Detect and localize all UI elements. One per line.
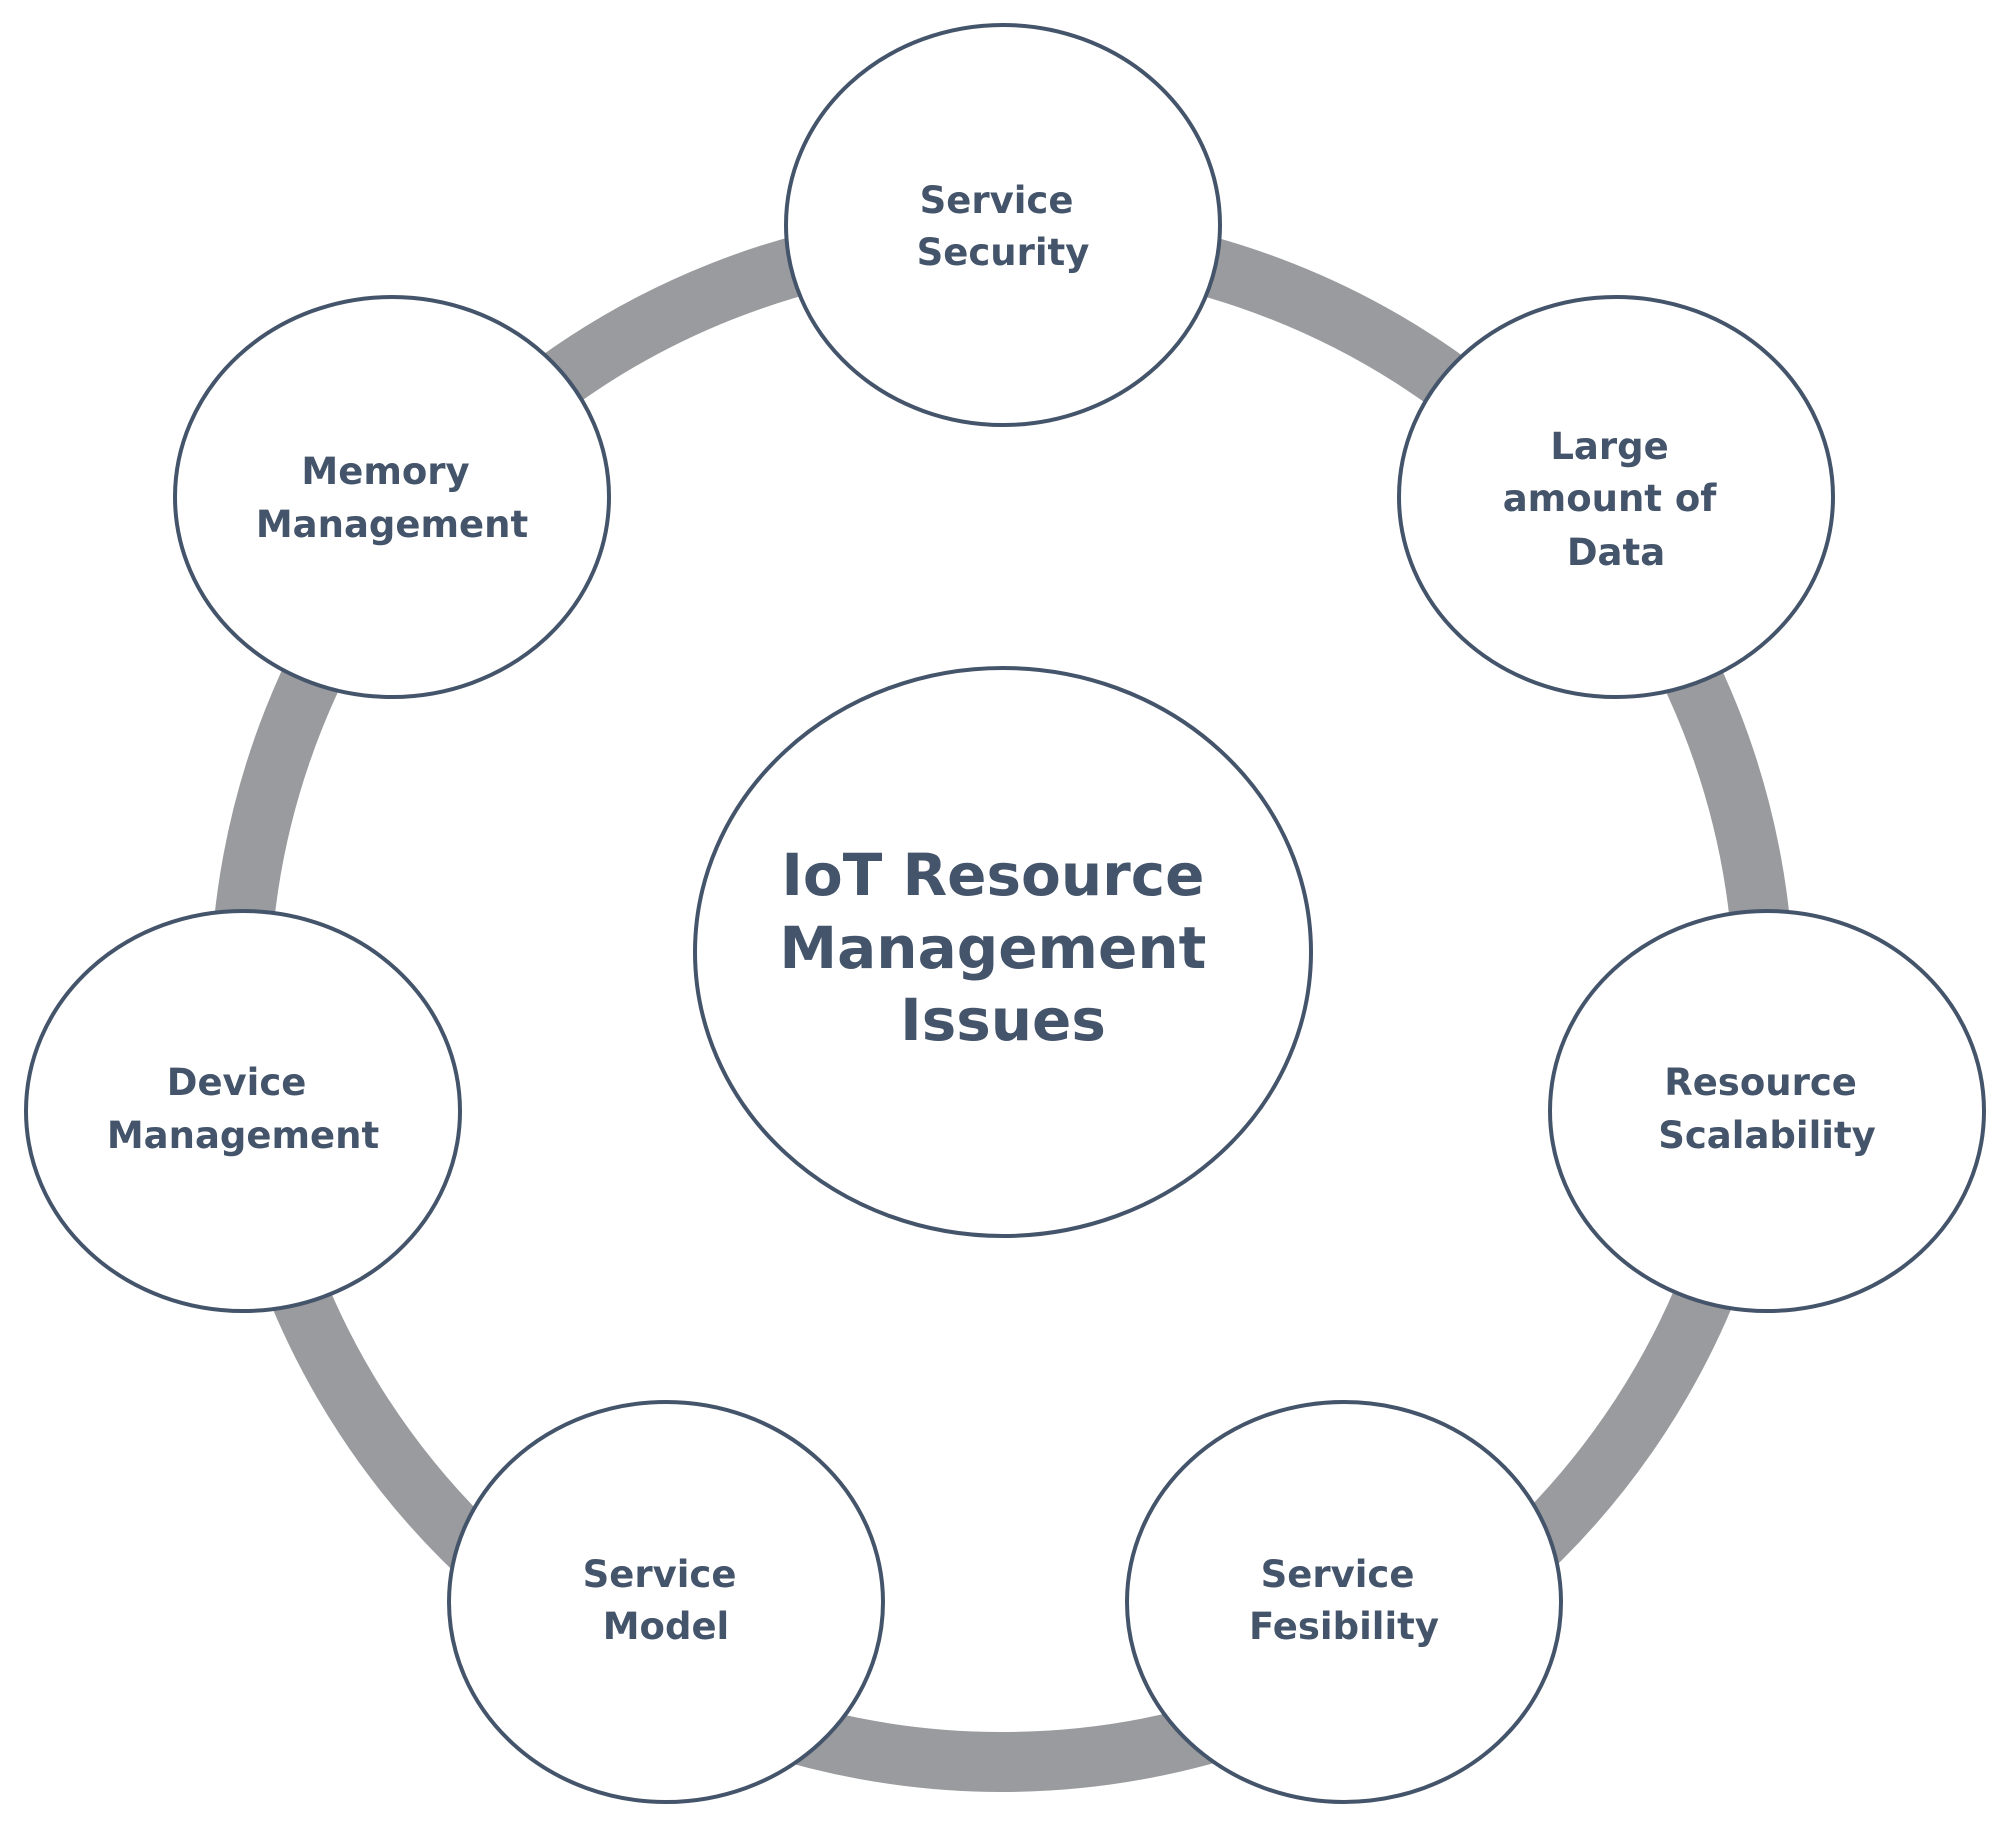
node-large-amount-of-data-line-1: Large <box>1550 425 1668 468</box>
node-memory-management-line-2: Management <box>256 503 528 546</box>
node-memory-management: Memory Management <box>173 295 611 699</box>
node-service-fesibility-line-2: Fesibility <box>1249 1605 1439 1648</box>
node-memory-management-line-1: Memory <box>301 450 469 493</box>
center-title-line-1: IoT Resource <box>781 841 1204 909</box>
center-node-circle <box>693 666 1313 1238</box>
node-large-amount-of-data: Large amount of Data <box>1397 295 1835 699</box>
node-large-amount-of-data-line-3: Data <box>1567 531 1665 574</box>
node-device-management-line-1: Device <box>167 1061 307 1104</box>
node-device-management-circle <box>24 909 462 1313</box>
node-service-fesibility: Service Fesibility <box>1125 1400 1563 1804</box>
node-memory-management-circle <box>173 295 611 699</box>
node-service-security: Service Security <box>784 23 1222 427</box>
node-service-security-line-1: Service <box>920 179 1074 222</box>
node-service-model-line-2: Model <box>603 1605 730 1648</box>
node-large-amount-of-data-label: Large amount of Data <box>1503 425 1730 574</box>
center-node: IoT Resource Management Issues <box>693 666 1313 1238</box>
center-title-line-2: Management <box>779 914 1206 982</box>
node-device-management-label: Device Management <box>107 1061 379 1157</box>
node-service-fesibility-label: Service Fesibility <box>1249 1553 1439 1648</box>
node-service-model-line-1: Service <box>583 1553 737 1596</box>
node-device-management: Device Management <box>24 909 462 1313</box>
center-title-line-3: Issues <box>900 986 1106 1054</box>
node-service-security-circle <box>784 23 1222 427</box>
node-service-security-label: Service Security <box>917 179 1090 274</box>
node-resource-scalability-line-1: Resource <box>1664 1061 1857 1104</box>
node-service-fesibility-circle <box>1125 1400 1563 1804</box>
node-memory-management-label: Memory Management <box>256 450 528 546</box>
node-large-amount-of-data-line-2: amount of <box>1503 477 1718 520</box>
center-title: IoT Resource Management Issues <box>779 841 1226 1054</box>
node-service-model-circle <box>447 1400 885 1804</box>
node-resource-scalability: Resource Scalability <box>1548 909 1986 1313</box>
node-service-model: Service Model <box>447 1400 885 1804</box>
node-service-model-label: Service Model <box>583 1553 750 1648</box>
node-resource-scalability-circle <box>1548 909 1986 1313</box>
node-resource-scalability-line-2: Scalability <box>1658 1114 1876 1157</box>
node-resource-scalability-label: Resource Scalability <box>1658 1061 1876 1157</box>
node-large-amount-of-data-circle <box>1397 295 1835 699</box>
node-service-fesibility-line-1: Service <box>1261 1553 1415 1596</box>
node-device-management-line-2: Management <box>107 1114 379 1157</box>
node-service-security-line-2: Security <box>917 231 1090 274</box>
